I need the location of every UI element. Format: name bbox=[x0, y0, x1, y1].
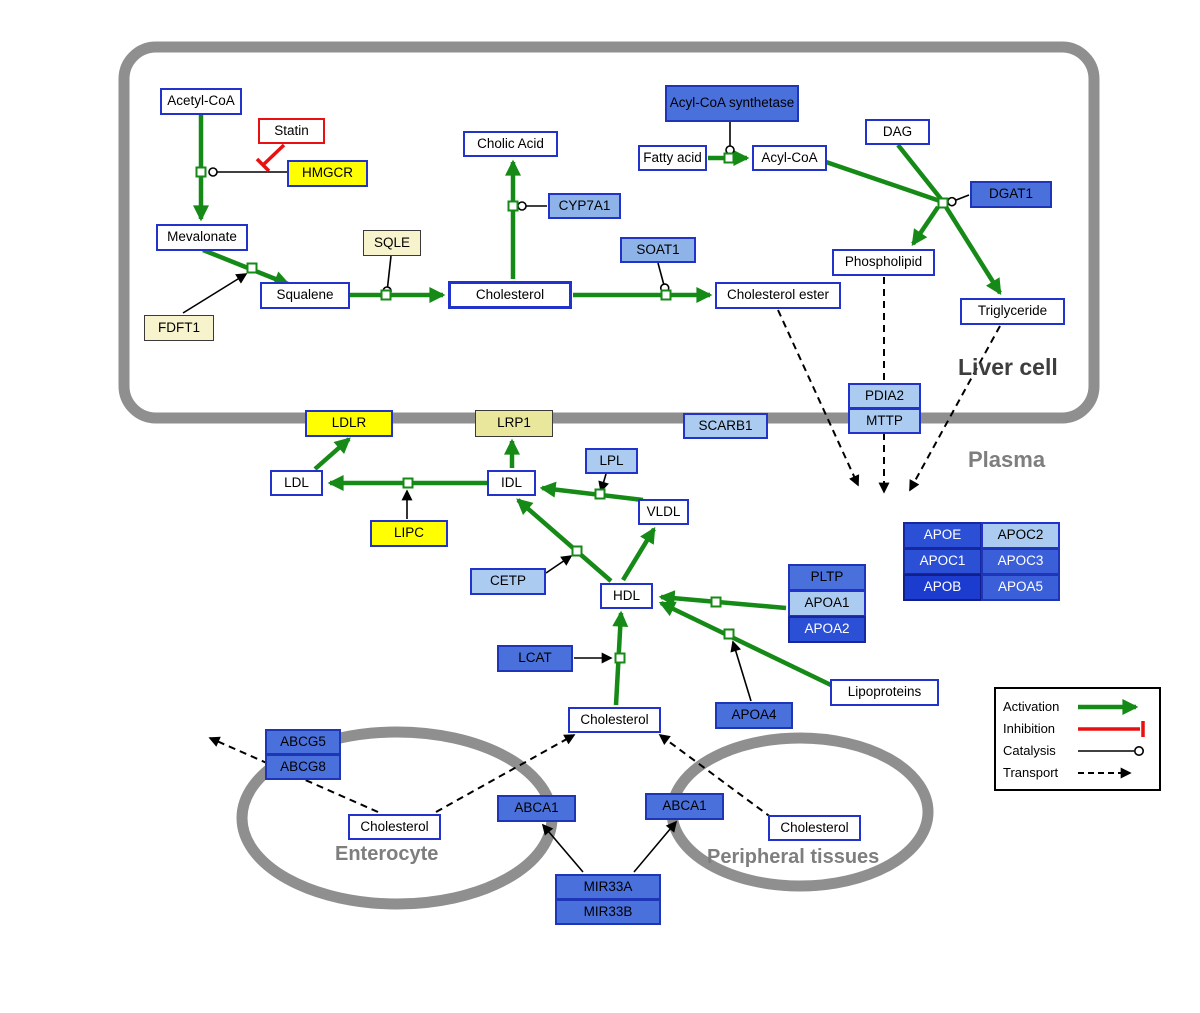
edge-junction-triglyceride bbox=[944, 205, 1002, 296]
node-apoc2[interactable]: APOC2 bbox=[981, 522, 1060, 549]
node-acyl-coa[interactable]: Acyl-CoA bbox=[752, 145, 827, 171]
node-apoa2[interactable]: APOA2 bbox=[788, 616, 866, 643]
node-apob[interactable]: APOB bbox=[903, 574, 982, 601]
legend-inhibition-label: Inhibition bbox=[1003, 721, 1056, 736]
node-mttp[interactable]: MTTP bbox=[848, 408, 921, 434]
node-cholesterol-ester[interactable]: Cholesterol ester bbox=[715, 282, 841, 309]
node-abca1-enterocyte[interactable]: ABCA1 bbox=[497, 795, 576, 822]
transport-cholesterol-enterocyte-to-plasma bbox=[435, 734, 576, 813]
node-phospholipid[interactable]: Phospholipid bbox=[832, 249, 935, 276]
node-abcg5[interactable]: ABCG5 bbox=[265, 729, 341, 755]
catalysis-sqle bbox=[382, 255, 392, 296]
node-cholesterol-enterocyte[interactable]: Cholesterol bbox=[348, 814, 441, 840]
node-squalene[interactable]: Squalene bbox=[260, 282, 350, 309]
transport-cholesterol-out-abcg58 bbox=[208, 736, 379, 813]
node-lipoproteins[interactable]: Lipoproteins bbox=[830, 679, 939, 706]
node-vldl[interactable]: VLDL bbox=[638, 499, 689, 525]
node-sqle[interactable]: SQLE bbox=[363, 230, 421, 256]
node-triglyceride[interactable]: Triglyceride bbox=[960, 298, 1065, 325]
liver-cell-label: Liver cell bbox=[958, 354, 1058, 380]
catalysis-edges bbox=[182, 121, 970, 873]
liver-cell-membrane bbox=[118, 41, 1100, 424]
node-lcat[interactable]: LCAT bbox=[497, 645, 573, 672]
edge-vldl-idl bbox=[539, 481, 644, 503]
node-mir33a[interactable]: MIR33A bbox=[555, 874, 661, 900]
edge-ldl-ldlr bbox=[313, 437, 351, 471]
node-apoa4[interactable]: APOA4 bbox=[715, 702, 793, 729]
node-fatty-acid[interactable]: Fatty acid bbox=[638, 145, 707, 171]
catalysis-apoa4 bbox=[730, 640, 752, 702]
reaction-node-squares bbox=[195, 152, 949, 664]
node-pdia2[interactable]: PDIA2 bbox=[848, 383, 921, 409]
edge-mevalonate-squalene bbox=[202, 247, 291, 287]
node-cholic-acid[interactable]: Cholic Acid bbox=[463, 131, 558, 157]
edge-junction-phospholipid bbox=[911, 205, 940, 246]
node-lipc[interactable]: LIPC bbox=[370, 520, 448, 547]
node-cyp7a1[interactable]: CYP7A1 bbox=[548, 193, 621, 219]
node-cholesterol-peripheral[interactable]: Cholesterol bbox=[768, 815, 861, 841]
catalysis-lpl bbox=[598, 473, 609, 493]
node-abcg8[interactable]: ABCG8 bbox=[265, 754, 341, 780]
transport-cholesterol-ester-to-plasma bbox=[777, 309, 860, 487]
node-idl[interactable]: IDL bbox=[487, 470, 536, 496]
node-ldlr[interactable]: LDLR bbox=[305, 410, 393, 437]
node-fdft1[interactable]: FDFT1 bbox=[144, 315, 214, 341]
node-dag[interactable]: DAG bbox=[865, 119, 930, 145]
inhibition-edge-statin bbox=[255, 143, 286, 173]
node-apoc3[interactable]: APOC3 bbox=[981, 548, 1060, 575]
node-mir33b[interactable]: MIR33B bbox=[555, 899, 661, 925]
node-statin[interactable]: Statin bbox=[258, 118, 325, 144]
node-cholesterol-liver[interactable]: Cholesterol bbox=[448, 281, 572, 309]
transport-edges bbox=[208, 277, 1001, 819]
node-hmgcr[interactable]: HMGCR bbox=[287, 160, 368, 187]
legend-box bbox=[994, 687, 1161, 791]
catalysis-fdft1 bbox=[182, 273, 248, 314]
node-pltp[interactable]: PLTP bbox=[788, 564, 866, 591]
legend-transport-label: Transport bbox=[1003, 765, 1059, 780]
edge-apostack-hdl bbox=[658, 590, 787, 611]
node-ldl[interactable]: LDL bbox=[270, 470, 323, 496]
node-mevalonate[interactable]: Mevalonate bbox=[156, 224, 248, 251]
node-apoc1[interactable]: APOC1 bbox=[903, 548, 982, 575]
catalysis-cetp bbox=[545, 555, 573, 574]
catalysis-mir33-abca1-right bbox=[633, 820, 678, 873]
node-abca1-peripheral[interactable]: ABCA1 bbox=[645, 793, 724, 820]
node-apoa1[interactable]: APOA1 bbox=[788, 590, 866, 617]
legend-activation-label: Activation bbox=[1003, 699, 1060, 714]
node-apoa5[interactable]: APOA5 bbox=[981, 574, 1060, 601]
plasma-label: Plasma bbox=[968, 447, 1046, 472]
node-apoe[interactable]: APOE bbox=[903, 522, 982, 549]
catalysis-soat1 bbox=[657, 262, 670, 293]
node-cetp[interactable]: CETP bbox=[470, 568, 546, 595]
node-dgat1[interactable]: DGAT1 bbox=[970, 181, 1052, 208]
node-scarb1[interactable]: SCARB1 bbox=[683, 413, 768, 439]
peripheral-tissues-label: Peripheral tissues bbox=[707, 846, 880, 868]
node-lpl[interactable]: LPL bbox=[585, 448, 638, 474]
edge-acylcoa-junction bbox=[825, 159, 941, 204]
node-cholesterol-plasma[interactable]: Cholesterol bbox=[568, 707, 661, 733]
catalysis-dgat1 bbox=[947, 194, 970, 207]
node-hdl[interactable]: HDL bbox=[600, 583, 653, 609]
node-acyl-coa-synthetase[interactable]: Acyl-CoA synthetase bbox=[665, 85, 799, 122]
edge-dag-junction bbox=[896, 143, 943, 201]
legend-catalysis-label: Catalysis bbox=[1003, 743, 1056, 758]
node-acetyl-coa[interactable]: Acetyl-CoA bbox=[160, 88, 242, 115]
edge-lipoproteins-hdl bbox=[658, 600, 834, 689]
node-lrp1[interactable]: LRP1 bbox=[475, 410, 553, 437]
edge-hdl-vldl bbox=[621, 526, 656, 582]
catalysis-mir33-abca1-left bbox=[541, 823, 584, 873]
node-soat1[interactable]: SOAT1 bbox=[620, 237, 696, 263]
enterocyte-label: Enterocyte bbox=[335, 843, 439, 865]
edge-hdl-idl-cetp bbox=[516, 498, 613, 583]
